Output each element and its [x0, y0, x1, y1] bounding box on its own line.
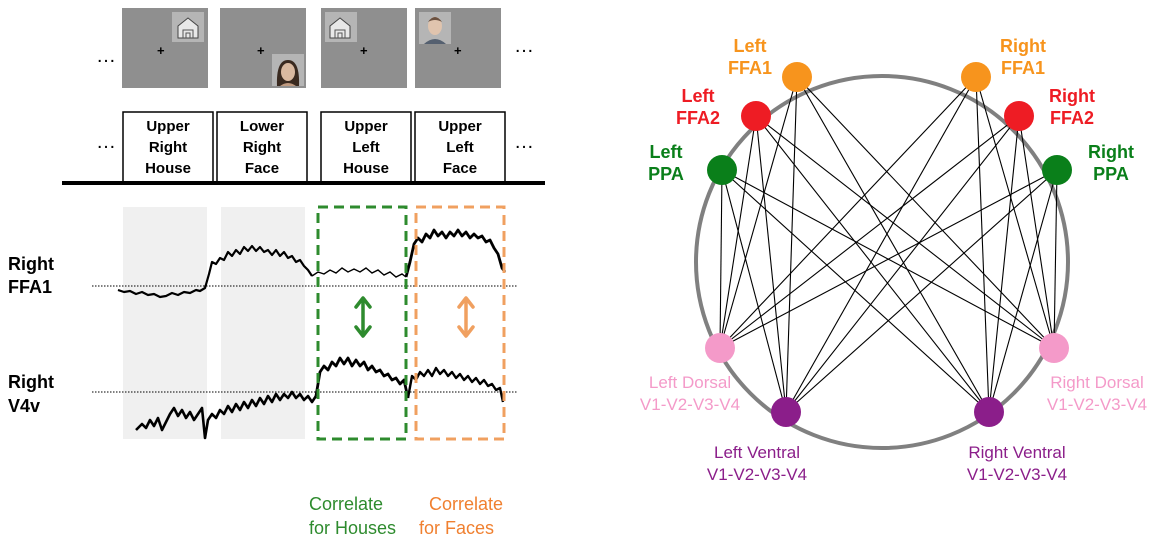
v4v-trace: [314, 356, 410, 399]
stimulus-label-line: Upper: [438, 118, 482, 135]
node-lffa2: [741, 101, 771, 131]
fixation-cross: +: [454, 43, 462, 58]
stimulus-label-line: Upper: [146, 118, 190, 135]
screen-upper-left-house: +: [321, 8, 407, 88]
node-rvent: [974, 397, 1004, 427]
stimulus-label-line: Right: [149, 139, 187, 156]
stimulus-screens: … + +: [96, 8, 534, 88]
node-ldors: [705, 333, 735, 363]
ellipsis-right-mid: …: [514, 131, 534, 153]
connection-line: [721, 169, 787, 413]
fixation-cross: +: [157, 43, 165, 58]
connection-line: [785, 169, 1058, 413]
connection-line: [755, 115, 1055, 349]
signal-area: Right FFA1 Right V4v: [8, 205, 518, 441]
connection-line: [755, 115, 787, 413]
connection-line: [1053, 169, 1058, 349]
connection-line: [975, 76, 990, 413]
experiment-panel: … + +: [8, 8, 545, 538]
ffa1-trace: [311, 267, 407, 278]
connection-line: [755, 115, 990, 413]
node-lffa1: [782, 62, 812, 92]
face-thumbnail: [424, 17, 446, 44]
node-rppa: [1042, 155, 1072, 185]
connection-lines: [719, 76, 1058, 413]
ellipsis-right-top: …: [514, 35, 534, 57]
screen-upper-right-house: +: [122, 8, 208, 88]
stimulus-label-line: Right: [243, 139, 281, 156]
stimulus-label-line: Face: [443, 160, 477, 177]
screen-lower-right-face: +: [220, 8, 306, 88]
house-thumbnail: [329, 17, 351, 39]
connection-line: [785, 76, 798, 413]
signal-label-v4v: Right V4v: [8, 372, 59, 416]
node-rdors: [1039, 333, 1069, 363]
correlate-faces-caption: Correlate for Faces: [419, 494, 508, 538]
connection-line: [796, 76, 990, 413]
connection-line: [785, 115, 1020, 413]
connection-line: [988, 169, 1058, 413]
stimulus-label-line: House: [343, 160, 389, 177]
connection-line: [719, 169, 1058, 349]
node-rffa1: [961, 62, 991, 92]
connection-line: [721, 169, 990, 413]
shade-block: [123, 207, 207, 439]
ffa1-trace: [404, 228, 507, 278]
v4v-trace: [135, 390, 318, 440]
faces-double-arrow-icon: [457, 296, 475, 338]
face-thumbnail: [276, 60, 300, 86]
label-box-frame: [414, 111, 506, 184]
stimulus-timeline: … … UpperRightHouseLowerRightFaceUpperLe…: [62, 111, 545, 185]
label-box-frame: [216, 111, 308, 184]
correlate-houses-caption: Correlate for Houses: [309, 494, 396, 538]
stimulus-label-line: House: [145, 160, 191, 177]
node-rffa2: [1004, 101, 1034, 131]
ffa1-trace: [117, 244, 313, 299]
stimulus-label-line: Left: [352, 139, 380, 156]
ellipsis-left-mid: …: [96, 131, 116, 153]
node-lppa: [707, 155, 737, 185]
stimulus-label-line: Left: [446, 139, 474, 156]
connection-line: [719, 76, 798, 349]
connection-line: [719, 115, 1020, 349]
stimulus-label-line: Lower: [240, 118, 284, 135]
screen-upper-left-face: +: [415, 8, 501, 88]
connection-line: [975, 76, 1055, 349]
connection-line: [785, 76, 977, 413]
connection-line: [1018, 115, 1055, 349]
connection-line: [796, 76, 1055, 349]
node-lvent: [771, 397, 801, 427]
fixation-cross: +: [257, 43, 265, 58]
connection-line: [988, 115, 1020, 413]
label-box-frame: [320, 111, 412, 184]
fixation-cross: +: [360, 43, 368, 58]
signal-label-ffa1: Right FFA1: [8, 254, 59, 297]
stimulus-label-line: Upper: [344, 118, 388, 135]
ellipsis-left-top: …: [96, 45, 116, 67]
outer-ring: [694, 74, 1070, 450]
connection-line: [719, 169, 723, 349]
region-nodes: [705, 62, 1072, 427]
v4v-trace: [406, 366, 505, 403]
house-thumbnail: [177, 17, 199, 39]
connection-line: [719, 76, 977, 349]
houses-double-arrow-icon: [354, 296, 372, 338]
stimulus-label-line: Face: [245, 160, 279, 177]
